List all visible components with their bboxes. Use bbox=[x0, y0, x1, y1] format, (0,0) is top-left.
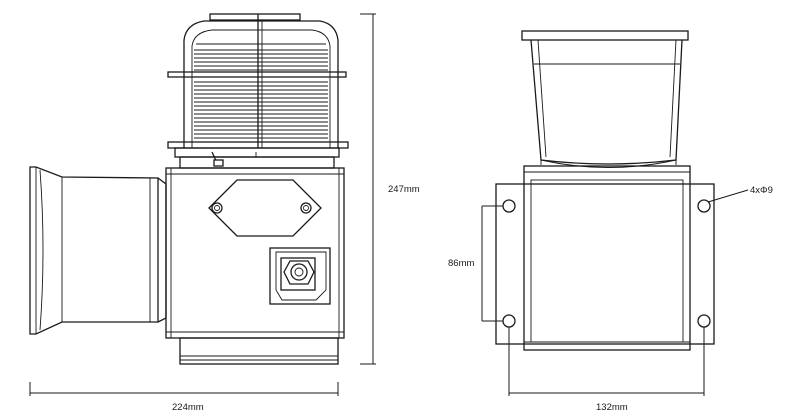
width-dimension: 224mm bbox=[29, 382, 339, 413]
mount-hole-bottom-right bbox=[697, 314, 711, 328]
horn-front bbox=[521, 30, 689, 168]
hole-spacing-vertical-dimension: 86mm bbox=[448, 205, 503, 322]
mounting-plate bbox=[495, 183, 715, 345]
mount-hole-top-left bbox=[502, 199, 516, 213]
cable-gland bbox=[269, 247, 331, 305]
height-dimension: 247mm bbox=[360, 13, 420, 365]
hole-callout-label: 4xΦ9 bbox=[750, 185, 773, 196]
body-front bbox=[523, 165, 691, 351]
front-view: 86mm 132mm 4xΦ9 bbox=[448, 30, 773, 413]
width-label: 224mm bbox=[172, 402, 204, 413]
body-box bbox=[165, 167, 345, 365]
side-view: 247mm 224mm bbox=[29, 13, 420, 413]
height-label: 247mm bbox=[388, 184, 420, 195]
hole-callout: 4xΦ9 bbox=[707, 185, 773, 203]
vertical-spacing-label: 86mm bbox=[448, 258, 474, 269]
lamp-cage bbox=[167, 13, 349, 149]
lens-ribs bbox=[194, 49, 328, 139]
hex-cover-plate bbox=[208, 179, 322, 237]
horizontal-spacing-label: 132mm bbox=[596, 402, 628, 413]
mount-hole-top-right bbox=[697, 199, 711, 213]
mount-hole-bottom-left bbox=[502, 314, 516, 328]
lamp-neck bbox=[174, 147, 340, 169]
hole-spacing-horizontal-dimension: 132mm bbox=[508, 327, 705, 413]
horn bbox=[29, 166, 167, 335]
